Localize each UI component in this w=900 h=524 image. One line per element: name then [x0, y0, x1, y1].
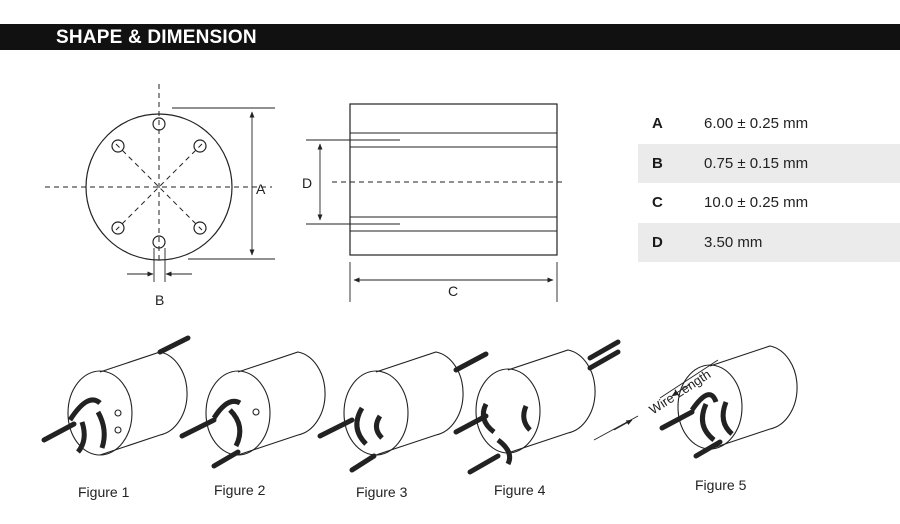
front-diag-2 — [115, 143, 203, 231]
section-header: SHAPE & DIMENSION — [0, 24, 900, 50]
spec-row: A 6.00 ± 0.25 mm — [638, 104, 900, 144]
dimension-b-label: B — [155, 292, 165, 308]
spec-value: 0.75 ± 0.15 mm — [704, 154, 809, 172]
spec-key: A — [652, 115, 663, 133]
side-view — [306, 103, 566, 302]
figure-3-drawing — [317, 351, 489, 473]
figure-3-label: Figure 3 — [356, 484, 408, 500]
front-view — [45, 84, 275, 282]
figure-5-label: Figure 5 — [695, 477, 747, 493]
spec-value: 3.50 mm — [704, 233, 763, 251]
spec-row: C 10.0 ± 0.25 mm — [638, 183, 900, 223]
spec-row: D 3.50 mm — [638, 222, 900, 262]
figure-2-label: Figure 2 — [214, 482, 266, 498]
pin-hole-lower-left — [111, 221, 125, 235]
spec-key: D — [652, 233, 663, 251]
pin-hole-upper-right — [193, 139, 207, 153]
figure-4-label: Figure 4 — [494, 482, 546, 498]
dimension-c-label: C — [448, 283, 459, 299]
section-title: SHAPE & DIMENSION — [56, 27, 257, 48]
front-diag-1 — [115, 143, 203, 231]
pin-hole-bottom — [152, 235, 166, 249]
figure-4-drawing — [453, 339, 621, 475]
figure-1-drawing — [41, 335, 191, 456]
side-rect — [349, 103, 558, 256]
spec-key: C — [652, 194, 663, 212]
figure-drawings — [41, 335, 798, 475]
figure-2-drawing — [179, 351, 326, 469]
spec-value: 10.0 ± 0.25 mm — [704, 194, 809, 212]
pin-hole-lower-right — [193, 221, 207, 235]
pin-hole-upper-left — [111, 139, 125, 153]
spec-row: B 0.75 ± 0.15 mm — [638, 143, 900, 183]
figure-1-label: Figure 1 — [78, 484, 130, 500]
figure-5-drawing — [593, 345, 798, 459]
dimension-a-label: A — [256, 181, 266, 197]
pin-hole-top — [152, 117, 166, 131]
dimension-d-label: D — [302, 175, 313, 191]
spec-key: B — [652, 154, 663, 172]
spec-value: 6.00 ± 0.25 mm — [704, 115, 809, 133]
spec-table: A 6.00 ± 0.25 mm B 0.75 ± 0.15 mm C 10.0… — [638, 104, 900, 262]
